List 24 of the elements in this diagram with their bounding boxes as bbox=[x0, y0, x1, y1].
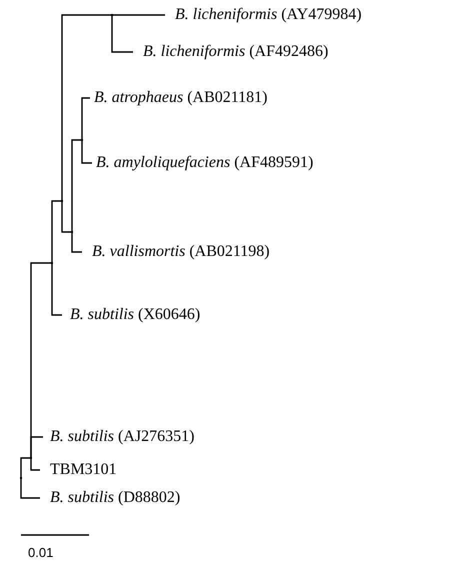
branch-line bbox=[71, 139, 82, 232]
branch-line bbox=[20, 457, 31, 478]
branch-line bbox=[81, 140, 92, 164]
branch-line bbox=[71, 232, 82, 253]
taxon-label: B. amyloliquefaciens (AF489591) bbox=[92, 153, 314, 173]
taxon-label: B. subtilis (AJ276351) bbox=[43, 427, 194, 447]
branch-line bbox=[111, 14, 165, 16]
branch-line bbox=[61, 14, 112, 201]
branch-line bbox=[30, 458, 40, 471]
branch-line bbox=[111, 15, 133, 53]
branch-line bbox=[61, 201, 72, 233]
taxon-label: B. atrophaeus (AB021181) bbox=[90, 88, 268, 108]
taxon-label: B. subtilis (X60646) bbox=[62, 305, 200, 325]
branch-line bbox=[81, 97, 90, 140]
taxon-label: B. licheniformis (AF492486) bbox=[133, 42, 328, 62]
taxon-label: TBM3101 bbox=[40, 460, 117, 480]
taxon-label: B. subtilis (D88802) bbox=[40, 488, 180, 508]
branch-line bbox=[30, 436, 43, 458]
branch-line bbox=[20, 478, 40, 499]
branch-line bbox=[51, 200, 62, 263]
scale-bar-label: 0.01 bbox=[28, 545, 54, 561]
branch-line bbox=[51, 263, 62, 316]
taxon-label: B. vallismortis (AB021198) bbox=[82, 242, 270, 262]
taxon-label: B. licheniformis (AY479984) bbox=[165, 5, 362, 25]
